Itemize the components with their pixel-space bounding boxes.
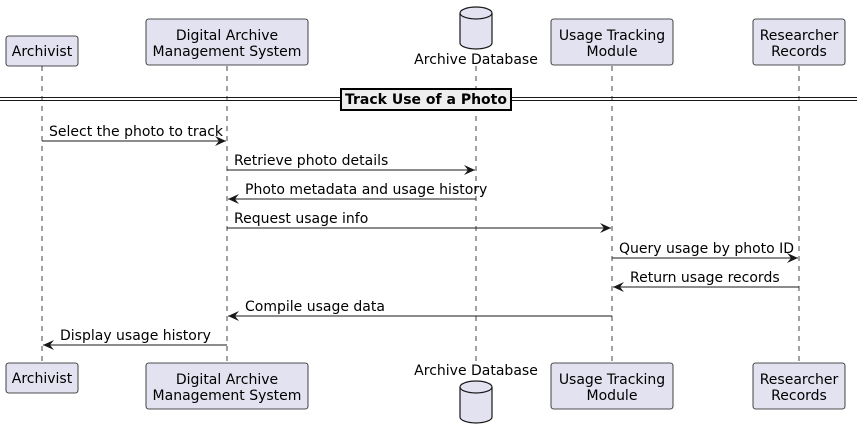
- participant-archivist-top: Archivist: [5, 35, 79, 67]
- database-cylinder-icon: [459, 380, 493, 424]
- participant-label: Module: [587, 388, 638, 404]
- participant-label: Records: [771, 388, 827, 404]
- database-rim: [459, 386, 493, 394]
- divider-title: Track Use of a Photo: [345, 92, 507, 108]
- message-5: Query usage by photo ID: [612, 241, 798, 263]
- participant-box: [550, 18, 674, 66]
- message-4: Request usage info: [227, 211, 611, 233]
- participant-box: [5, 362, 79, 394]
- message-6: Return usage records: [613, 270, 799, 292]
- section-divider: Track Use of a Photo: [0, 88, 857, 111]
- participant-box: [145, 362, 309, 410]
- participant-label: Usage Tracking: [559, 372, 665, 388]
- message-label: Display usage history: [60, 328, 211, 344]
- message-label: Query usage by photo ID: [619, 241, 794, 257]
- participant-label: Archive Database: [414, 363, 538, 379]
- participant-label: Usage Tracking: [559, 28, 665, 44]
- message-2: Retrieve photo details: [227, 153, 475, 175]
- message-1: Select the photo to track: [42, 124, 226, 146]
- participant-label: Researcher: [760, 372, 839, 388]
- participant-label: Archive Database: [414, 52, 538, 68]
- participant-box: [145, 18, 309, 66]
- message-label: Photo metadata and usage history: [245, 182, 487, 198]
- message-8: Display usage history: [43, 328, 227, 350]
- database-rim: [459, 12, 493, 20]
- message-7: Compile usage data: [228, 299, 612, 321]
- participant-label: Archivist: [12, 371, 73, 387]
- message-label: Compile usage data: [245, 299, 385, 315]
- message-label: Retrieve photo details: [234, 153, 388, 169]
- divider-title-box: [340, 88, 512, 111]
- participant-db-bottom: Archive Database: [414, 363, 538, 424]
- database-cylinder-icon: [459, 6, 493, 50]
- participant-box: [752, 362, 846, 410]
- participant-box: [752, 18, 846, 66]
- participant-label: Module: [587, 44, 638, 60]
- participant-label: Digital Archive: [176, 28, 278, 44]
- participant-label: Records: [771, 44, 827, 60]
- message-3: Photo metadata and usage history: [228, 182, 487, 204]
- participant-label: Management System: [153, 388, 302, 404]
- message-label: Request usage info: [234, 211, 368, 227]
- participant-box: [5, 35, 79, 67]
- participant-label: Digital Archive: [176, 372, 278, 388]
- message-label: Return usage records: [630, 270, 780, 286]
- participant-label: Researcher: [760, 28, 839, 44]
- participant-label: Management System: [153, 44, 302, 60]
- participant-box: [550, 362, 674, 410]
- participant-label: Archivist: [12, 44, 73, 60]
- participant-archivist-bottom: Archivist: [5, 362, 79, 394]
- message-label: Select the photo to track: [49, 124, 224, 140]
- participant-db-top: Archive Database: [414, 6, 538, 68]
